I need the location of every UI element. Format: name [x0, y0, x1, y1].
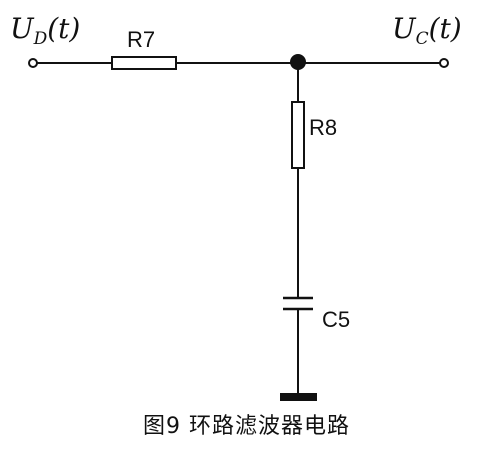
figure-caption: 图9 环路滤波器电路 [143, 414, 350, 439]
input-terminal [28, 58, 38, 68]
c5-label: C5 [322, 307, 350, 332]
input-label-main: U [10, 12, 35, 45]
r7-label: R7 [127, 27, 155, 52]
output-terminal [439, 58, 449, 68]
input-label-arg: (t) [47, 12, 80, 45]
output-label: UC(t) [392, 12, 462, 49]
output-label-arg: (t) [429, 12, 462, 45]
resistor-r7 [111, 56, 177, 70]
input-label: UD(t) [10, 12, 80, 49]
ground-symbol [280, 393, 317, 401]
r8-label: R8 [309, 115, 337, 140]
output-label-main: U [392, 12, 417, 45]
output-label-sub: C [416, 29, 429, 49]
resistor-r8 [291, 101, 305, 169]
input-label-sub: D [33, 29, 48, 49]
